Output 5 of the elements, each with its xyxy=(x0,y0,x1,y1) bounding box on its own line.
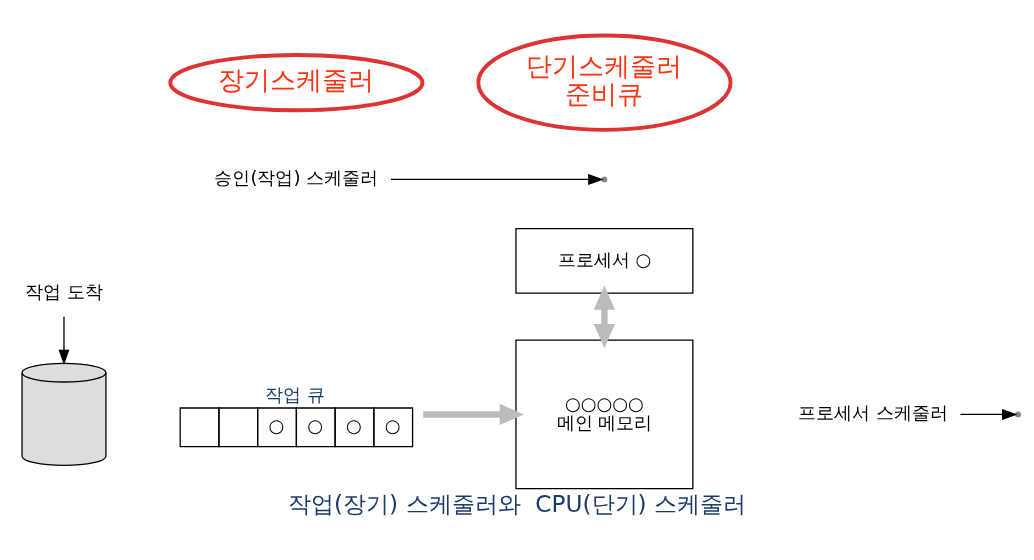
node-text: 프로세서 스케줄러 xyxy=(798,402,948,424)
node-text: 승인(작업) 스케줄러 xyxy=(214,167,379,189)
caption: 작업(장기) 스케줄러와 CPU(단기) 스케줄러 xyxy=(288,490,746,518)
node-label: 작업 큐 xyxy=(265,383,326,405)
node-text: 작업 도착 xyxy=(25,280,103,302)
